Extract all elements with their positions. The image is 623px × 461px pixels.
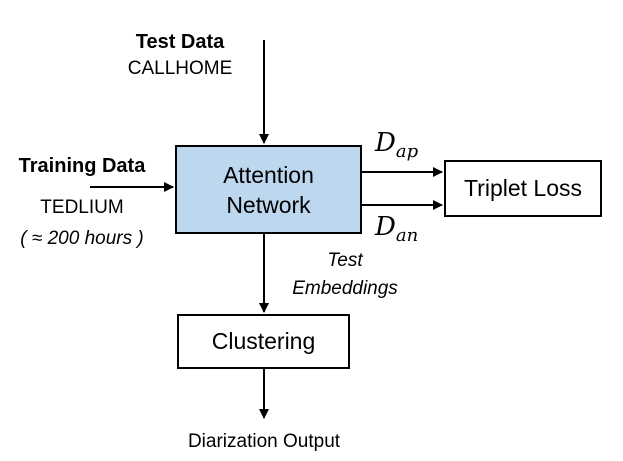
d-an-label: Dan — [375, 212, 418, 246]
triplet-loss-box: Triplet Loss — [444, 160, 602, 217]
attention-network-label-line2: Network — [226, 191, 311, 218]
diarization-output-label: Diarization Output — [187, 431, 341, 452]
test-embeddings-line1: Test — [327, 250, 363, 271]
d-ap-base: D — [375, 128, 396, 158]
clustering-label: Clustering — [211, 328, 316, 354]
d-an-base: D — [375, 212, 396, 242]
d-ap-label: Dap — [375, 128, 418, 162]
d-an-subscript: an — [395, 225, 419, 246]
attention-network-label-line1: Attention — [223, 161, 314, 188]
training-dataset-label: TEDLIUM — [40, 197, 124, 218]
test-data-title: Test Data — [135, 31, 225, 53]
triplet-loss-label: Triplet Loss — [463, 175, 583, 201]
test-embeddings-line2: Embeddings — [292, 278, 398, 299]
d-ap-subscript: ap — [395, 141, 419, 162]
attention-network-box: Attention Network — [175, 145, 362, 234]
training-hours-note: ( ≈ 200 hours ) — [20, 228, 144, 249]
test-dataset-label: CALLHOME — [127, 58, 233, 79]
training-data-title: Training Data — [18, 155, 146, 177]
clustering-box: Clustering — [177, 314, 350, 369]
